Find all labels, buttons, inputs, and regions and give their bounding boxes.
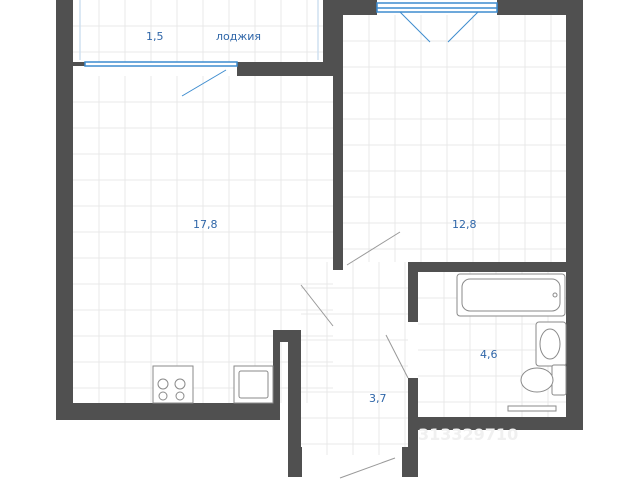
wall-loggia-right: [237, 62, 333, 76]
toilet-tank: [551, 364, 567, 396]
window-loggia-door: [84, 61, 238, 67]
door-bedroom: [346, 231, 401, 266]
watermark: 313329710: [418, 425, 518, 444]
sink-bowl: [539, 328, 561, 360]
fixtures: [152, 273, 567, 412]
window-swing-right: [447, 11, 479, 43]
wall-loggia-left: [73, 62, 85, 66]
door-bath: [385, 334, 409, 379]
door-loggia: [181, 69, 227, 97]
stove-burner-1: [157, 378, 169, 390]
door-swings: [181, 11, 479, 97]
bedroom-area: 12,8: [452, 218, 477, 231]
wall-top-bedroom-right: [497, 0, 583, 15]
wall-loggia-edge: [323, 0, 333, 76]
interior-doors: [300, 231, 409, 479]
floor-grid: [73, 0, 566, 455]
living-area: 17,8: [193, 218, 218, 231]
wall-top-bedroom-left: [323, 0, 377, 15]
window-swing-left: [399, 11, 431, 43]
wall-hall-left-outer: [273, 342, 280, 420]
wall-bath-left-upper: [408, 262, 418, 322]
windows: [79, 0, 498, 67]
bathtub-drain: [552, 292, 558, 298]
walls: [56, 0, 583, 477]
loggia-name: лоджия: [216, 30, 261, 43]
wall-bath-left-lower: [408, 378, 418, 454]
wall-bedroom-living: [333, 15, 343, 270]
stove-burner-3: [158, 391, 168, 401]
toilet-bowl: [520, 367, 554, 393]
room-labels: 1,5 лоджия 17,8 12,8 3,7 4,6: [146, 30, 498, 405]
wall-bottom-left: [56, 403, 273, 420]
wall-bath-top: [408, 262, 566, 272]
wall-hall-top: [273, 330, 301, 342]
wall-right: [566, 0, 583, 430]
wall-hall-left: [288, 342, 301, 447]
wall-hall-bottom-left: [288, 447, 302, 477]
wall-bath-bottom: [418, 417, 566, 430]
door-living: [300, 284, 334, 327]
door-entry: [339, 457, 396, 479]
towel-rail: [507, 405, 557, 412]
bathtub-inner: [461, 278, 561, 312]
wall-hall-bottom-right: [402, 447, 418, 477]
hall-area: 3,7: [369, 392, 387, 405]
stove-burner-4: [175, 391, 185, 401]
loggia-area: 1,5: [146, 30, 164, 43]
wall-left: [56, 0, 73, 420]
wall-hall-entry: [288, 455, 418, 458]
bath-area: 4,6: [480, 348, 498, 361]
stove-burner-2: [174, 378, 186, 390]
kitchen-sink-bowl: [238, 370, 269, 399]
